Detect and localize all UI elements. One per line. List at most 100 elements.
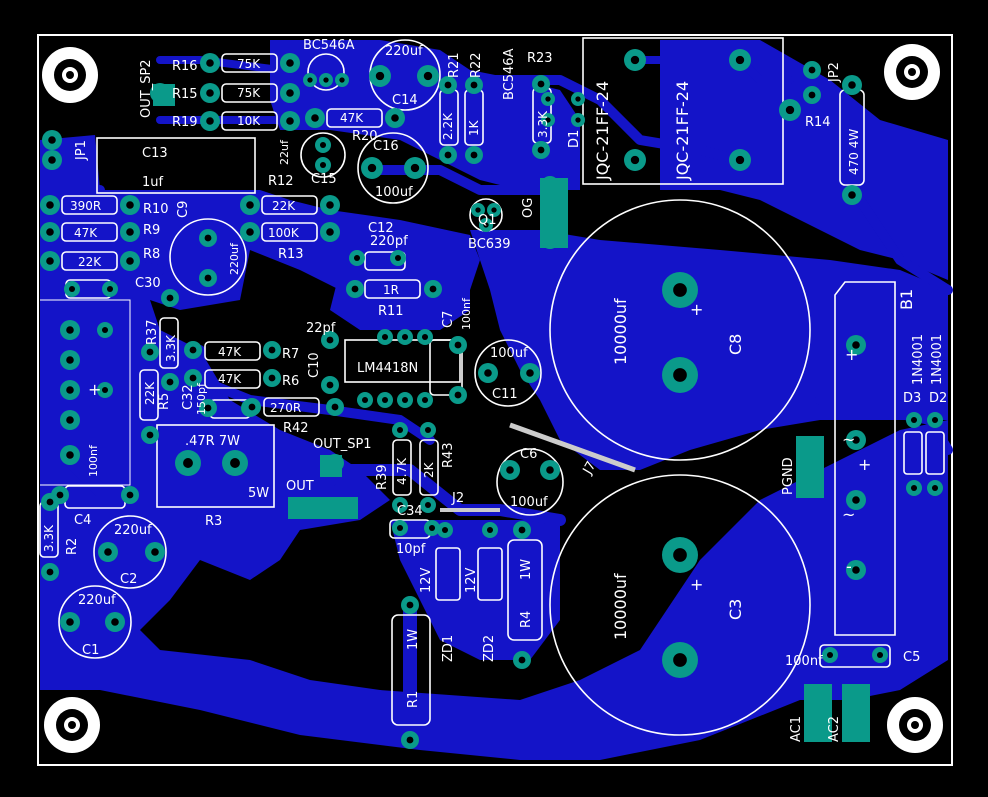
pad-hole bbox=[146, 348, 154, 356]
pad-hole bbox=[630, 55, 640, 65]
zd2-outline bbox=[477, 547, 503, 601]
value-r11: 1R bbox=[383, 283, 399, 297]
label-c5-value: 100nf bbox=[785, 654, 823, 669]
value-r8: 22K bbox=[78, 255, 102, 269]
label-c5: C5 bbox=[903, 650, 920, 665]
label-d2-type: 1N4001 bbox=[930, 334, 945, 385]
label-og: OG bbox=[521, 198, 536, 218]
pad-hole bbox=[546, 466, 554, 474]
pad-hole bbox=[248, 403, 256, 411]
c3-outline bbox=[549, 474, 811, 736]
pad-hole bbox=[396, 426, 404, 434]
pad-hole bbox=[428, 524, 436, 532]
label-d1: D1 bbox=[567, 130, 582, 148]
pad-hole bbox=[66, 326, 74, 334]
value-r9: 47K bbox=[74, 226, 98, 240]
pad-hole bbox=[808, 66, 816, 74]
label-r37: R37 bbox=[145, 319, 160, 345]
pad-hole bbox=[286, 117, 294, 125]
pad-hole bbox=[852, 341, 860, 349]
pad-hole bbox=[189, 346, 197, 354]
pad-hole bbox=[246, 201, 254, 209]
pad-hole bbox=[401, 396, 409, 404]
connector-block bbox=[288, 497, 358, 519]
label-c34: C34 bbox=[397, 504, 423, 519]
label-r21: R21 bbox=[447, 52, 462, 78]
label-c1-value: 220uf bbox=[78, 593, 116, 608]
label-relay-2: JQC-21FF-24 bbox=[673, 81, 692, 181]
plus-c8: + bbox=[690, 300, 703, 319]
c16-outline bbox=[357, 132, 429, 204]
tilde-b1-1: ~ bbox=[842, 430, 855, 449]
pad-hole bbox=[486, 526, 494, 534]
pad-hole bbox=[111, 618, 119, 626]
pad-hole bbox=[126, 228, 134, 236]
label-r15: R15 bbox=[172, 87, 198, 102]
c6-outline bbox=[496, 448, 564, 516]
pad-hole bbox=[56, 491, 64, 499]
pad-hole bbox=[311, 114, 319, 122]
value-r7: 47K bbox=[218, 345, 242, 359]
pad-hole bbox=[326, 381, 334, 389]
d2-outline bbox=[925, 431, 945, 475]
pad-hole bbox=[537, 80, 545, 88]
pad-hole bbox=[931, 484, 939, 492]
pad-hole bbox=[673, 368, 687, 382]
pad-hole bbox=[326, 228, 334, 236]
label-c32: C32 bbox=[181, 384, 196, 410]
connector-block bbox=[804, 684, 832, 742]
pad-hole bbox=[46, 201, 54, 209]
tilde-b1-2: ~ bbox=[842, 505, 855, 524]
d3-outline bbox=[903, 431, 923, 475]
pad-hole bbox=[206, 117, 214, 125]
pad-hole bbox=[444, 81, 452, 89]
pad-hole bbox=[910, 416, 918, 424]
pad-hole bbox=[307, 77, 313, 83]
label-r9: R9 bbox=[143, 223, 160, 238]
pad-hole bbox=[268, 374, 276, 382]
mount-hole-bl bbox=[44, 697, 100, 753]
label-bc546a: BC546A bbox=[303, 38, 355, 53]
label-r43: R43 bbox=[441, 442, 456, 468]
plus-b1-2: + bbox=[858, 455, 871, 474]
label-c10: C10 bbox=[307, 352, 322, 378]
mount-hole-tr bbox=[884, 44, 940, 100]
label-c2: C2 bbox=[120, 572, 137, 587]
label-c3-value: 10000uf bbox=[611, 573, 630, 640]
pad-hole bbox=[361, 396, 369, 404]
pad-hole bbox=[491, 207, 497, 213]
label-j7: J7 bbox=[580, 459, 600, 478]
pad-hole bbox=[410, 163, 420, 173]
connector-block bbox=[540, 178, 568, 248]
pad-hole bbox=[46, 228, 54, 236]
pad-hole bbox=[268, 346, 276, 354]
pad-hole bbox=[545, 117, 551, 123]
label-r11: R11 bbox=[378, 304, 404, 319]
label-jp1: JP1 bbox=[74, 140, 89, 161]
pad-hole bbox=[46, 257, 54, 265]
value-r16: 75K bbox=[237, 57, 261, 71]
pad-hole bbox=[204, 404, 212, 412]
connector-block bbox=[320, 455, 342, 477]
value-r43: 2K bbox=[422, 461, 436, 478]
pad-hole bbox=[396, 524, 404, 532]
pad-hole bbox=[673, 548, 687, 562]
pad-hole bbox=[424, 426, 432, 434]
pad-hole bbox=[166, 378, 174, 386]
pad-hole bbox=[852, 496, 860, 504]
pad-hole bbox=[166, 294, 174, 302]
label-bc546a-2: BC546A bbox=[502, 48, 517, 100]
label-d2: D2 bbox=[929, 391, 947, 406]
label-r20: R20 bbox=[352, 129, 378, 144]
pad-hole bbox=[852, 566, 860, 574]
label-zd2-value: 12V bbox=[464, 567, 479, 593]
pad-hole bbox=[353, 254, 361, 262]
c13-outline bbox=[96, 137, 256, 194]
pad-hole bbox=[101, 326, 109, 334]
pad-hole bbox=[735, 155, 745, 165]
c2-outline bbox=[93, 515, 167, 589]
value-r20: 47K bbox=[340, 111, 364, 125]
label-r1-value: 1W bbox=[406, 629, 421, 650]
label-c15: C15 bbox=[311, 172, 337, 187]
pad-hole bbox=[204, 234, 212, 242]
